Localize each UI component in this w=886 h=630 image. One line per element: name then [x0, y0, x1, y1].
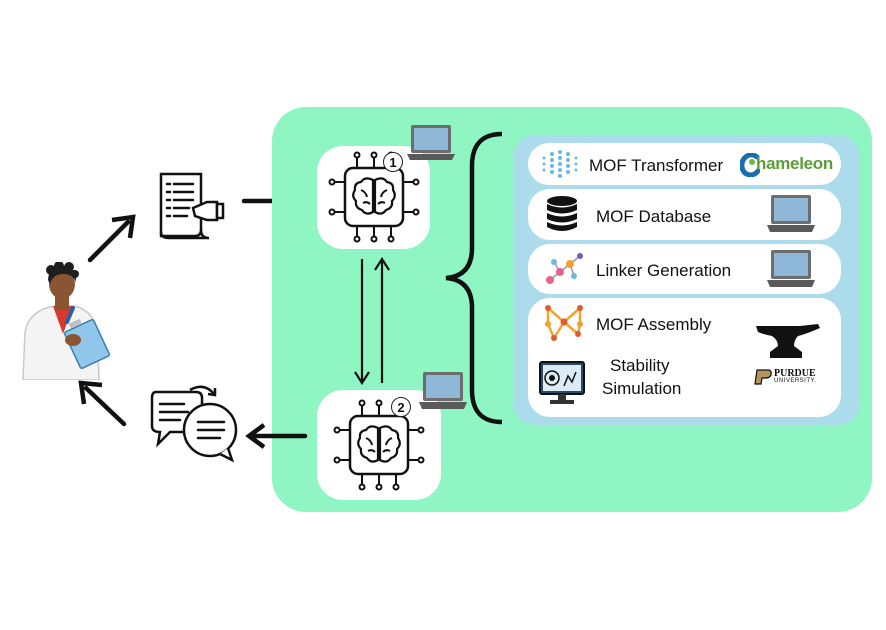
document-icon	[155, 170, 227, 242]
curly-brace	[440, 130, 508, 426]
tool-card-mof-assembly: MOF Assembly Stability Simulation PURDUE…	[528, 298, 841, 417]
brain-chip-icon	[332, 398, 426, 492]
chat-icon	[148, 384, 242, 464]
arrow-left	[244, 423, 308, 449]
tool-label-linker-generation: Linker Generation	[596, 261, 732, 280]
scientist-icon	[15, 262, 110, 380]
tool-label-mof-assembly: MOF Assembly	[596, 315, 712, 334]
purdue-logo-line2: UNIVERSITY.	[774, 378, 817, 384]
laptop-icon	[765, 194, 817, 234]
tool-label-stability: Stability	[610, 356, 670, 375]
anvil-icon	[754, 322, 822, 362]
purdue-logo-line1: PURDUE	[774, 368, 816, 379]
agent-2-badge: 2	[391, 397, 411, 417]
tool-card-mof-database: MOF Database	[528, 189, 841, 240]
arrow-up-right	[86, 214, 138, 264]
purdue-logo: PURDUE UNIVERSITY.	[754, 368, 828, 386]
database-icon	[545, 195, 579, 233]
arrow-up-left	[76, 380, 128, 428]
agent-2-box: 2	[317, 390, 441, 500]
chameleon-logo-text: hameleon	[756, 154, 833, 173]
laptop-icon	[405, 124, 457, 162]
tool-label-mof-database: MOF Database	[596, 207, 712, 226]
tool-card-mof-transformer: MOF Transformer hameleon	[528, 143, 841, 185]
bidirectional-arrows	[350, 256, 394, 386]
agent-1-box: 1	[317, 146, 430, 249]
tool-label-mof-transformer: MOF Transformer	[589, 156, 724, 175]
brain-chip-icon	[327, 150, 421, 244]
laptop-icon	[765, 249, 817, 289]
agent-1-badge: 1	[383, 152, 403, 172]
tool-label-simulation: Simulation	[602, 379, 682, 398]
molecule-icon	[544, 250, 584, 288]
neural-net-icon	[540, 148, 580, 180]
tool-card-linker-generation: Linker Generation	[528, 244, 841, 294]
chameleon-logo: hameleon	[740, 152, 836, 178]
network-icon	[544, 304, 584, 344]
monitor-icon	[538, 360, 586, 406]
laptop-icon	[417, 371, 469, 411]
